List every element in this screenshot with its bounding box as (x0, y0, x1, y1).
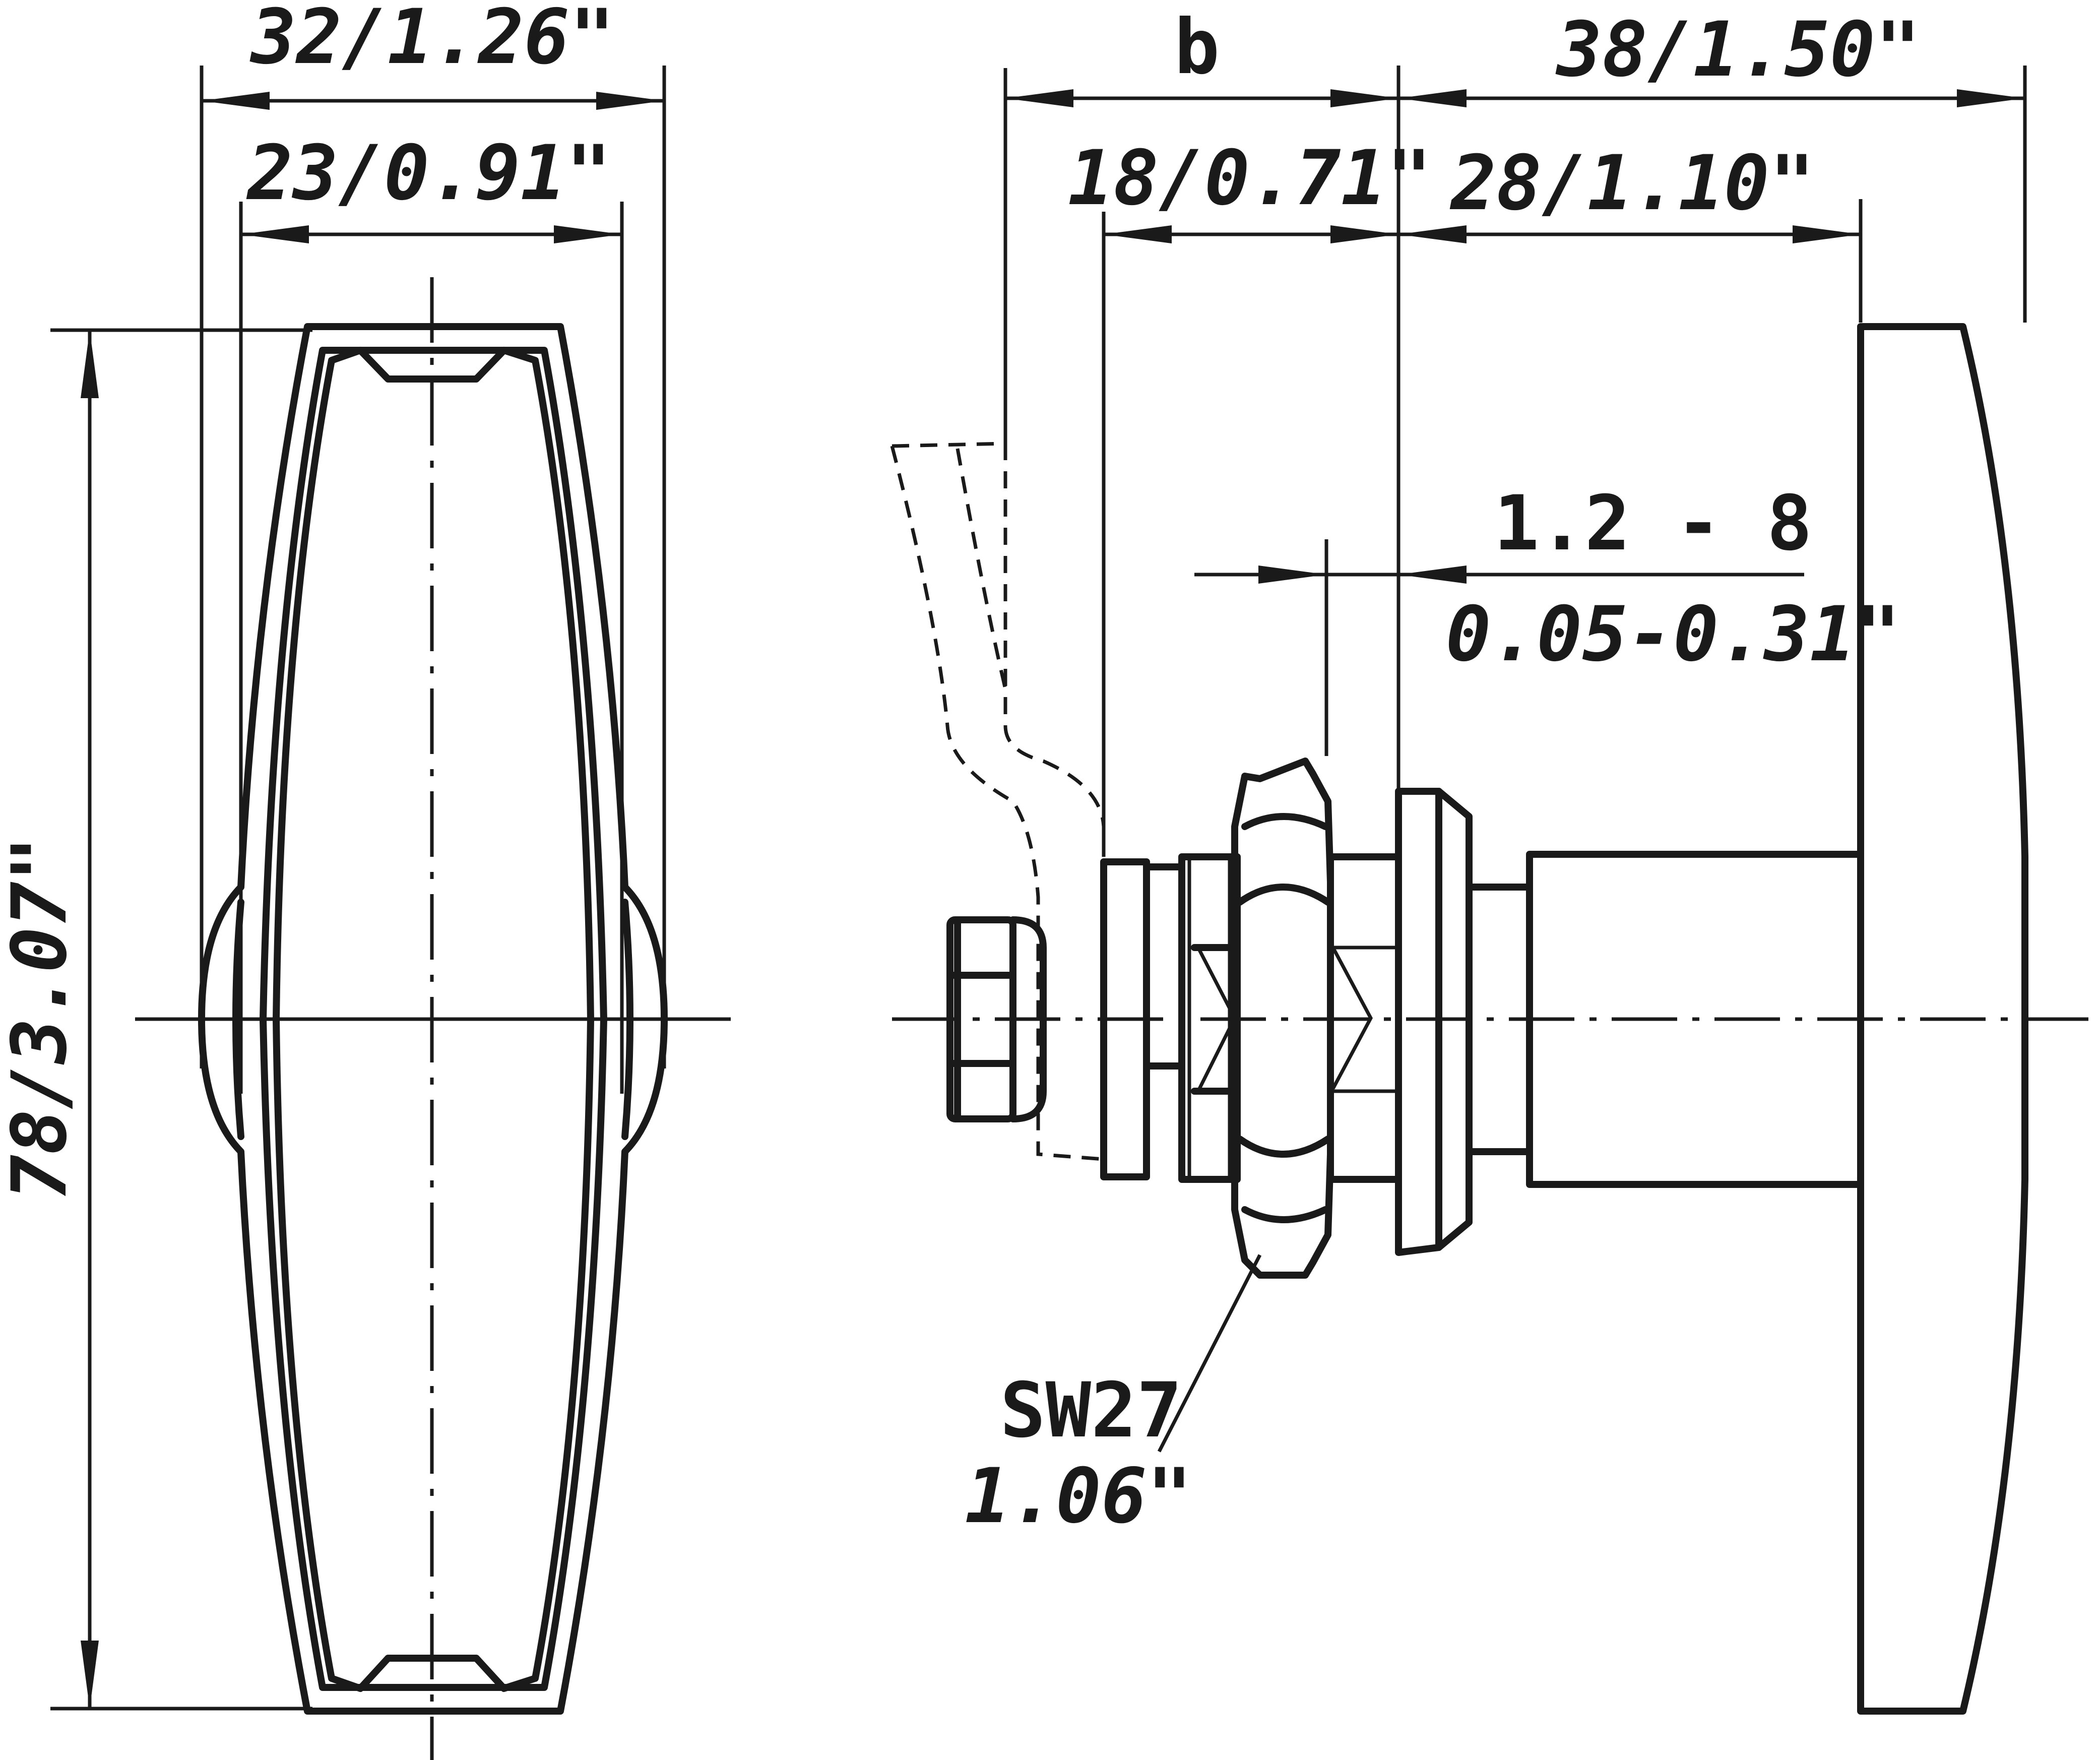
leader-line (1157, 1254, 1262, 1453)
b-label: b (1174, 4, 1220, 91)
bulge-edge-right (621, 899, 633, 1140)
arrowhead (81, 1641, 99, 1709)
handle-grip (1857, 323, 2028, 1715)
bolt-to-panel-label: 18/0.71" (1068, 135, 1432, 222)
hex-nut-facet (1241, 813, 1329, 830)
cam-phantom-outline (892, 442, 1106, 827)
front-view: 32/1.26" 23/0.91" 78/3.07" (0, 0, 731, 1760)
arrowhead (81, 330, 99, 398)
arrowhead (596, 92, 664, 110)
hex-nut-chamfer (1191, 944, 1238, 1095)
arrowhead (1330, 225, 1398, 243)
handle-recess (273, 347, 594, 1692)
end-screw-washer (1009, 916, 1047, 1122)
hex-nut-facet (1241, 1206, 1329, 1223)
handle-inner-outline (260, 347, 607, 1691)
handle-outline (198, 323, 668, 1715)
arrowhead (1793, 225, 1861, 243)
height-label: 78/3.07" (0, 836, 84, 1200)
arrowhead (241, 225, 309, 243)
wrench-size-inch-label: 1.06" (965, 1453, 1192, 1540)
arrowhead (1330, 89, 1398, 107)
hex-nut-outline (1231, 758, 1334, 1279)
arrowhead (1258, 565, 1326, 584)
arrowhead (1104, 225, 1172, 243)
arrowhead (1005, 89, 1073, 107)
bulge-edge-left (232, 899, 244, 1140)
arrowhead (554, 225, 622, 243)
hex-nut-chamfer-mark (1197, 949, 1237, 1090)
handle-to-panel-label: 28/1.10" (1449, 140, 1815, 227)
cam-phantom-edge (956, 448, 1009, 696)
arrowhead (1398, 89, 1467, 107)
hex-nut-chamfer-mark (1331, 947, 1373, 1090)
hex-nut-facet (1236, 884, 1331, 906)
cam-phantom-outline-inner (890, 446, 1104, 1161)
handle-depth-label: 38/1.50" (1555, 6, 1921, 94)
spindle-step (1143, 863, 1185, 1070)
sealing-flange (1395, 788, 1473, 1256)
arrowhead (1398, 225, 1467, 243)
overall-width-label: 32/1.26" (249, 0, 615, 81)
panel-thickness-inch-label: 0.05-0.31" (1445, 591, 1900, 678)
arrowhead (1957, 89, 2025, 107)
arrowhead (1398, 565, 1467, 584)
side-view: b 38/1.50" 18/0.71" 28/1.10" 1.2 - 8 0.0… (890, 4, 2100, 1715)
arrowhead (202, 92, 270, 110)
end-screw-head (946, 916, 1016, 1122)
wrench-size-label: SW27 (1000, 1367, 1182, 1455)
panel-thickness-metric-label: 1.2 - 8 (1494, 480, 1812, 568)
inner-width-label: 23/0.91" (246, 130, 611, 217)
hex-nut-facet (1236, 1136, 1331, 1158)
